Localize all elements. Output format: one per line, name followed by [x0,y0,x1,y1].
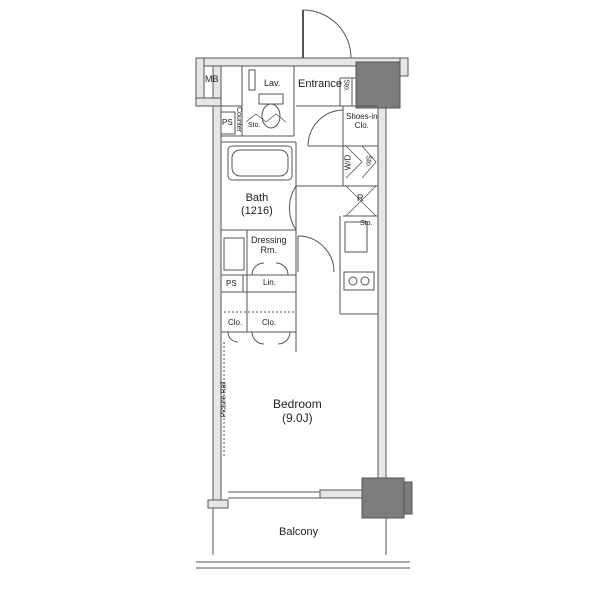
ps-top-box [220,111,236,135]
closet-doors [227,331,291,345]
label-bath: Bath(1216) [241,192,273,217]
label-lin: Lin. [263,278,276,287]
dressing-doors [251,262,289,276]
label-clo-right: Clo. [262,318,277,327]
shoes-door [307,109,344,147]
label-counter: Counter [234,107,242,132]
label-sto-kitchen: Sto. [360,220,373,227]
label-balcony: Balcony [279,526,319,538]
label-wd: W/D [343,154,353,171]
label-bedroom: Bedroom(9.0J) [273,397,322,425]
label-lav: Lav. [264,78,281,88]
column-bottom-ext [403,481,413,515]
balcony-window [228,491,320,499]
sliding-door-symbols [245,113,377,217]
label-entrance: Entrance [298,78,343,90]
label-ps-bottom: PS [226,279,237,288]
basin [223,237,245,271]
label-mb: MB [205,74,219,84]
bathtub [227,145,293,181]
ps-bottom-box [220,274,244,293]
balcony-rail [196,508,410,569]
label-r: R [357,193,364,203]
label-clo-left: Clo. [228,318,243,327]
toilet [248,69,284,129]
label-sto-wd: Sto. [364,155,372,168]
entrance-door [302,9,352,59]
label-picture-rail: Picture Rail [220,381,228,418]
column-top [355,61,401,109]
label-sto-entrance: Sto. [342,79,350,92]
dressing-door [297,235,335,273]
bath-door [288,185,297,231]
label-sto-lav: Sto. [248,122,261,129]
stove [343,271,375,291]
label-ps-top: PS [222,118,233,127]
column-bottom [361,477,405,519]
kitchen-sink [344,221,368,253]
